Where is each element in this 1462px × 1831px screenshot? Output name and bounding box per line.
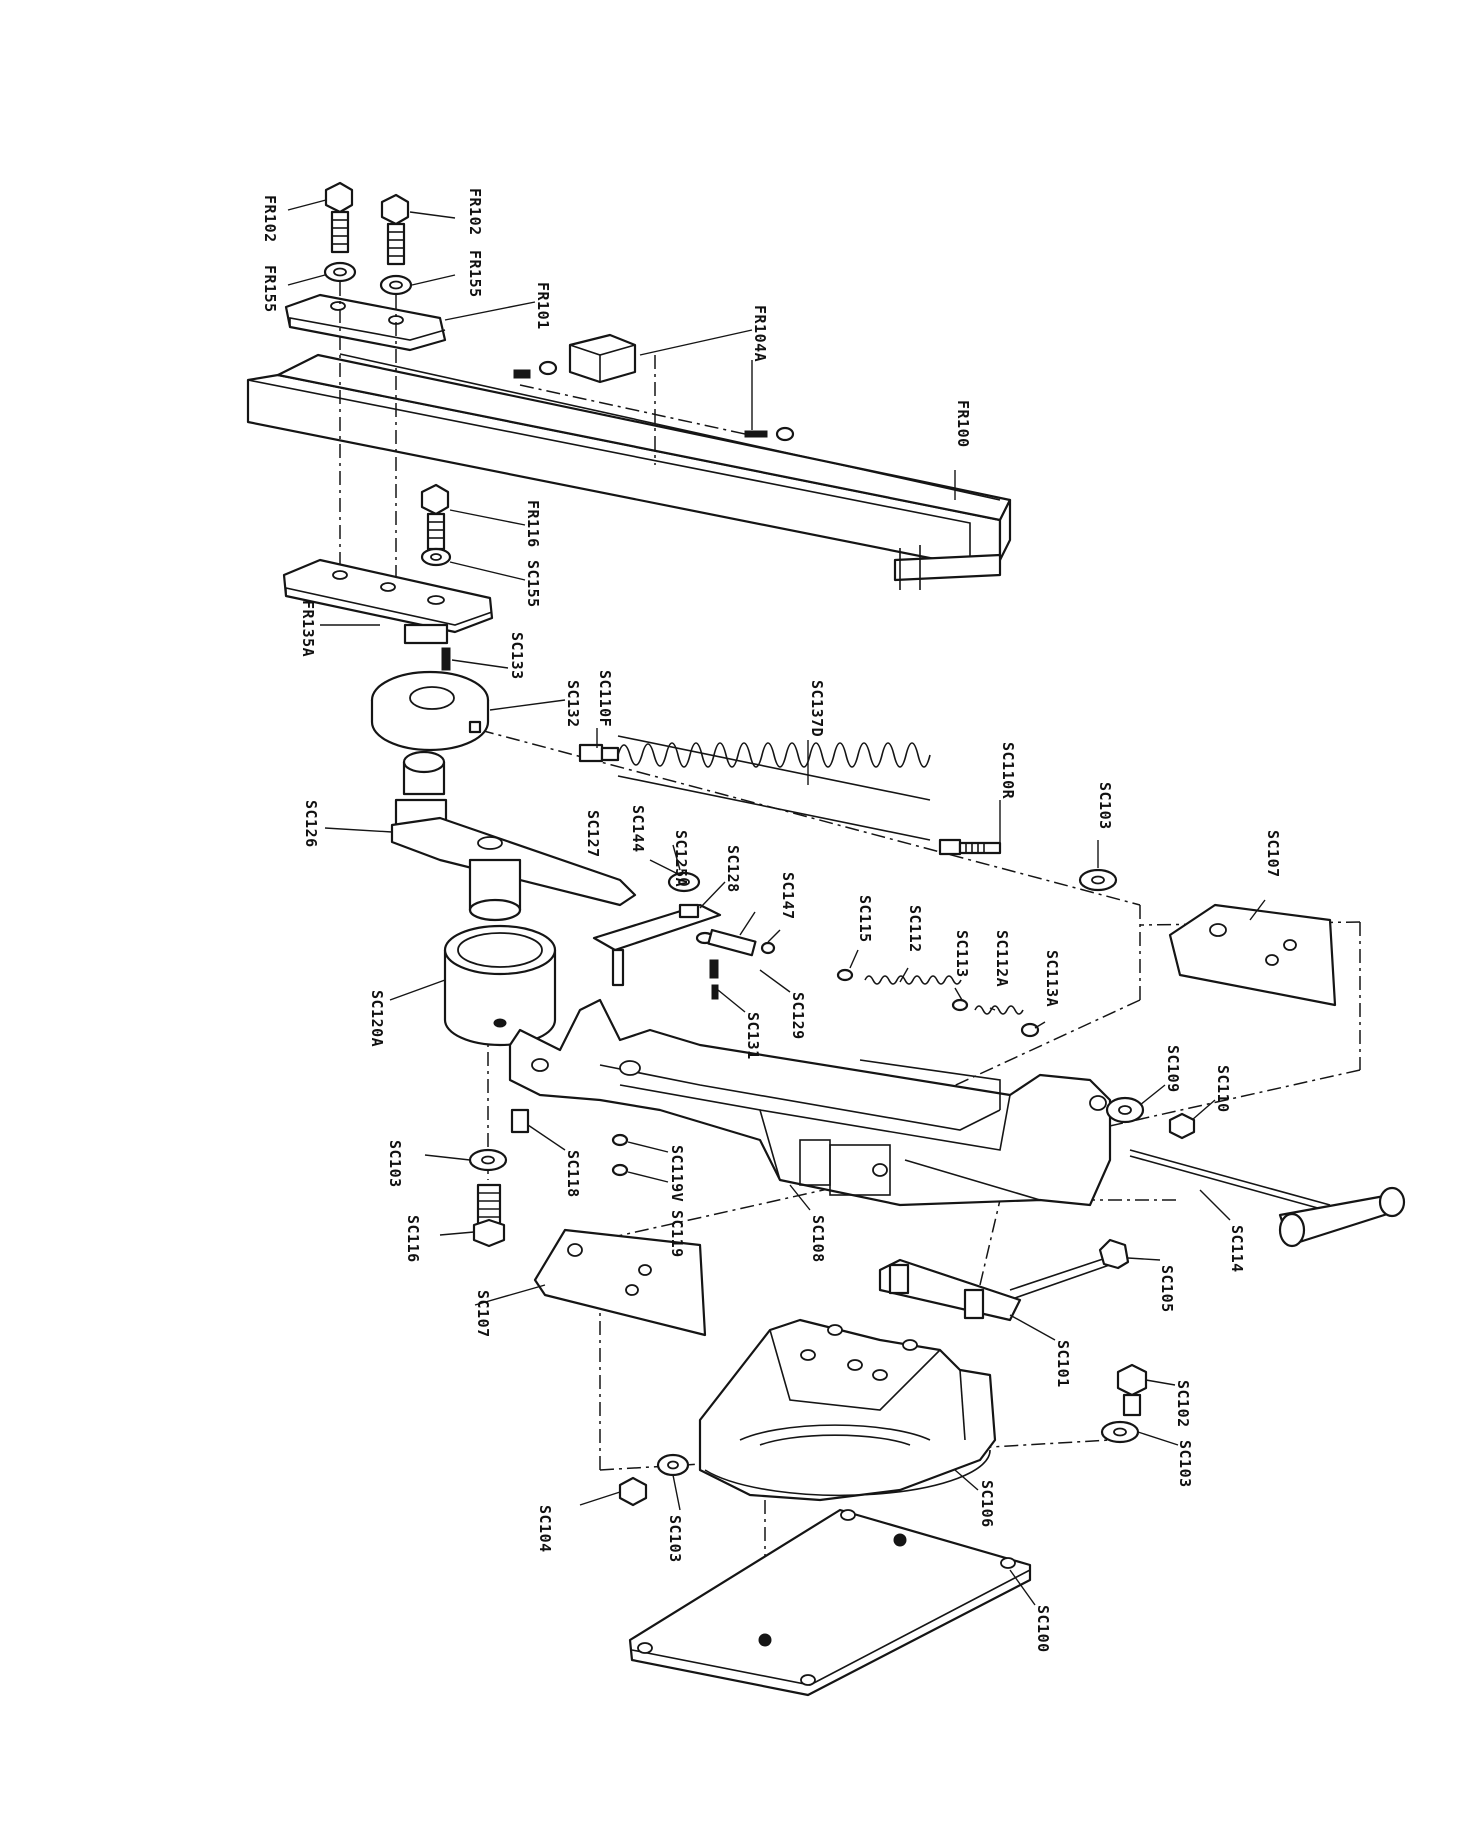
label-sc116: SC116: [404, 1215, 422, 1263]
label-fr102-right: FR102: [466, 188, 484, 236]
label-sc110f: SC110F: [596, 670, 614, 727]
label-sc115: SC115: [856, 895, 874, 943]
label-sc110: SC110: [1214, 1065, 1232, 1113]
collar-sc132: [370, 670, 490, 752]
label-fr116: FR116: [524, 500, 542, 548]
label-sc101: SC101: [1054, 1340, 1072, 1388]
part-sc119: [611, 1163, 629, 1177]
spring-set-sc112: [836, 968, 1040, 1038]
bolt-fr116: [420, 483, 450, 551]
bolt-fr102-left: [324, 181, 354, 254]
label-fr104a: FR104A: [751, 305, 769, 362]
label-sc125a: SC125A: [672, 830, 690, 887]
frame-rail-fr100: [246, 353, 1012, 590]
label-sc103-left: SC103: [386, 1140, 404, 1188]
label-sc147: SC147: [779, 872, 797, 920]
bolt-sc105: [1009, 1238, 1130, 1299]
label-sc100: SC100: [1034, 1605, 1052, 1653]
label-sc144: SC144: [629, 805, 647, 853]
label-sc119: SC119: [668, 1210, 686, 1258]
label-sc113: SC113: [953, 930, 971, 978]
block-fr104a: [513, 333, 795, 442]
label-fr135a: FR135A: [299, 600, 317, 657]
label-sc103-top: SC103: [1096, 782, 1114, 830]
base-sc106: [698, 1318, 997, 1502]
plate-sc100: [628, 1508, 1032, 1697]
label-sc102: SC102: [1174, 1380, 1192, 1428]
label-sc132: SC132: [564, 680, 582, 728]
plate-fr135a: [282, 558, 494, 645]
bar-sc101: [878, 1258, 1022, 1322]
spring-sc137d: [578, 735, 1002, 856]
label-sc112a: SC112A: [993, 930, 1011, 987]
body-sc108: [508, 998, 1196, 1207]
part-labels: FR102 FR102 FR155 FR155 FR101 FR104A FR1…: [261, 188, 1282, 1653]
bolt-sc116: [472, 1183, 506, 1248]
label-sc107-left: SC107: [474, 1290, 492, 1338]
label-sc119v: SC119V: [668, 1145, 686, 1202]
label-sc103-right: SC103: [1176, 1440, 1194, 1488]
label-sc127: SC127: [584, 810, 602, 858]
label-fr101: FR101: [534, 282, 552, 330]
label-sc114: SC114: [1228, 1225, 1246, 1273]
label-sc129: SC129: [789, 992, 807, 1040]
part-sc118: [510, 1108, 530, 1134]
plate-sc107-left: [533, 1228, 707, 1337]
label-sc155: SC155: [524, 560, 542, 608]
arm-sc126: [390, 750, 637, 922]
bolt-fr102-right: [380, 193, 410, 266]
label-sc109: SC109: [1164, 1045, 1182, 1093]
label-fr155-right: FR155: [466, 250, 484, 298]
handle-sc114: [1129, 1149, 1406, 1248]
label-fr155-left: FR155: [261, 265, 279, 313]
label-sc105: SC105: [1158, 1265, 1176, 1313]
label-sc131: SC131: [744, 1012, 762, 1060]
label-sc108: SC108: [809, 1215, 827, 1263]
part-sc119v: [611, 1133, 629, 1147]
label-sc107-right: SC107: [1264, 830, 1282, 878]
bushing-sc120a: [443, 924, 557, 1047]
label-sc137d: SC137D: [808, 680, 826, 737]
label-sc126: SC126: [302, 800, 320, 848]
label-sc128: SC128: [724, 845, 742, 893]
nut-sc104: [618, 1476, 648, 1507]
label-sc110r: SC110R: [999, 742, 1017, 800]
label-sc133: SC133: [508, 632, 526, 680]
label-fr102-left: FR102: [261, 195, 279, 243]
label-sc113a: SC113A: [1043, 950, 1061, 1007]
label-sc103-bottom: SC103: [666, 1515, 684, 1563]
plate-sc107-right: [1168, 903, 1337, 1007]
label-sc120a: SC120A: [368, 990, 386, 1047]
label-sc106: SC106: [978, 1480, 996, 1528]
setscrew-sc133: [441, 647, 451, 671]
linkage-sc127: [592, 871, 776, 1000]
label-sc118: SC118: [564, 1150, 582, 1198]
label-sc112: SC112: [906, 905, 924, 953]
label-fr100: FR100: [954, 400, 972, 448]
leader-lines: [287, 199, 1266, 1606]
plate-fr101: [284, 293, 447, 352]
label-sc104: SC104: [536, 1505, 554, 1553]
bolt-sc102: [1116, 1363, 1148, 1417]
